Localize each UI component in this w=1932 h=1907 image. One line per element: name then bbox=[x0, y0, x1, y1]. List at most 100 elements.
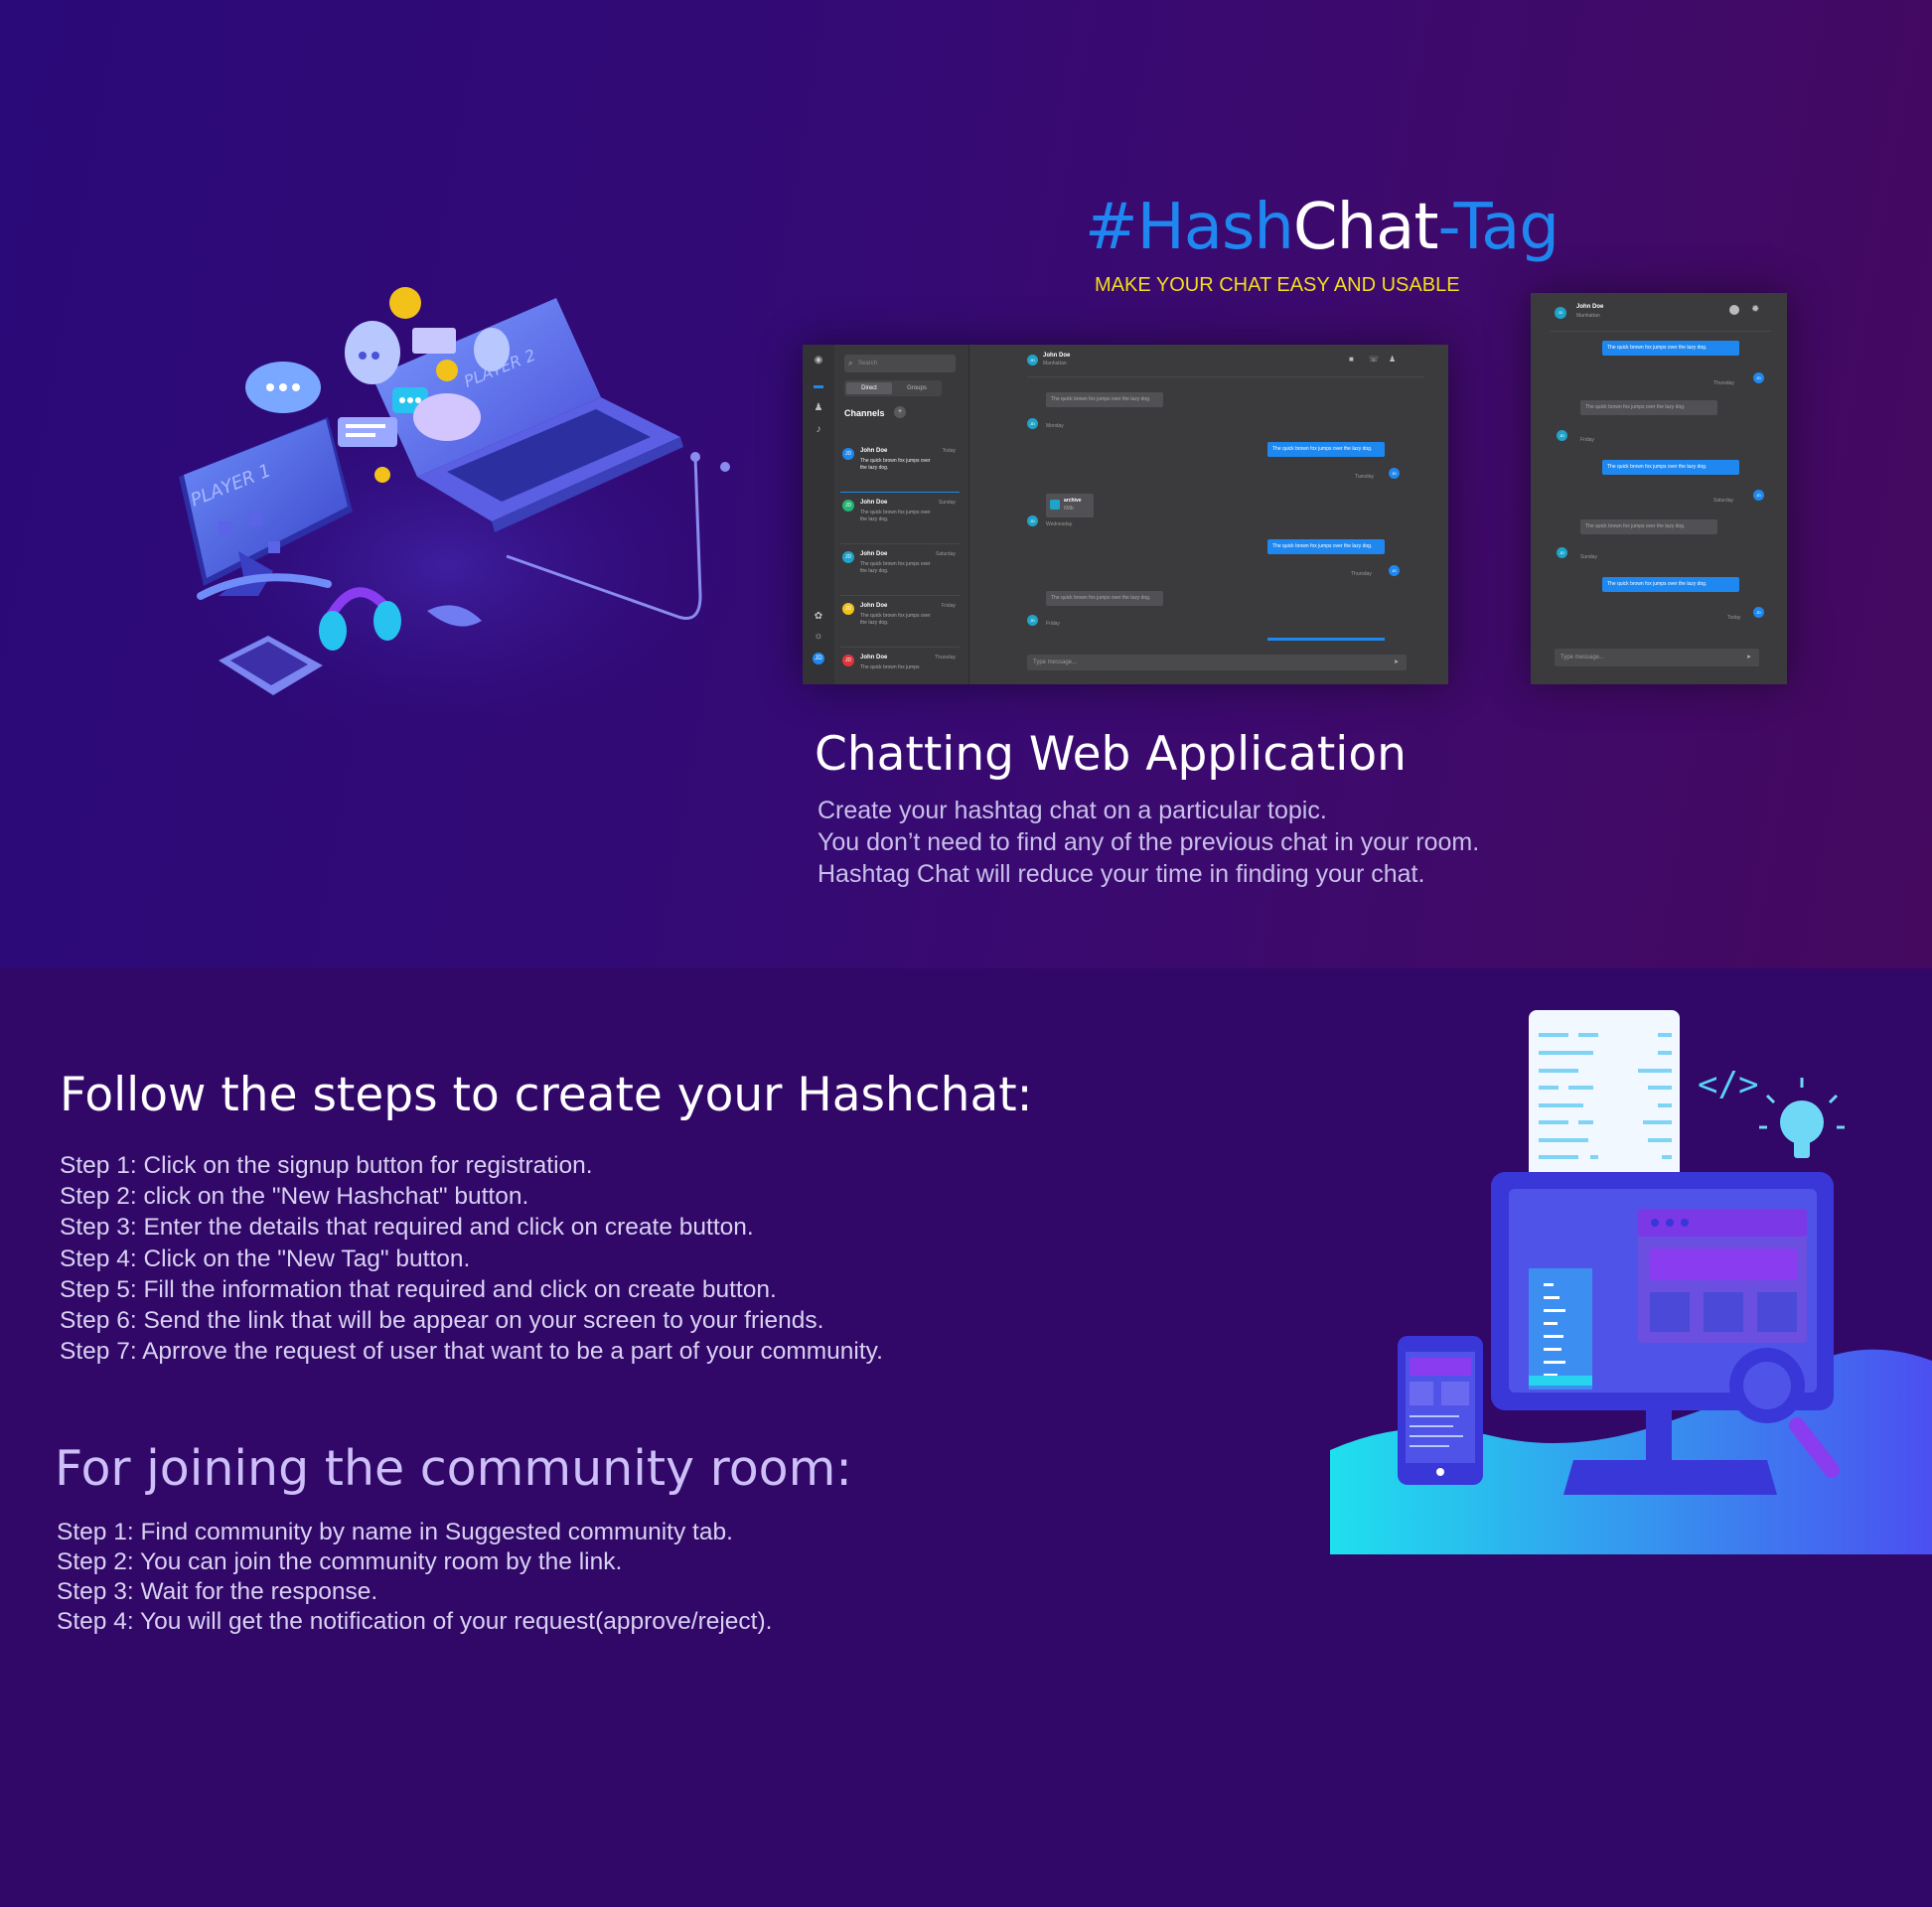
brand-part2: Chat bbox=[1292, 191, 1439, 264]
message-day: Monday bbox=[1046, 423, 1064, 429]
desktop-app-screenshot: ◉ ▬ ♟ ♪ ✿ ☼ JD ⌕ Search Direct Groups Ch… bbox=[803, 345, 1448, 684]
contact-preview: The quick brown fox jumps over the lazy … bbox=[860, 458, 931, 471]
avatar: JD bbox=[842, 448, 854, 460]
avatar: JD bbox=[1557, 430, 1567, 441]
message-day: Tuesday bbox=[1355, 474, 1374, 480]
contact-item[interactable]: JD John Doe Saturday The quick brown fox… bbox=[840, 545, 960, 596]
avatar: JD bbox=[1027, 615, 1038, 626]
github-icon[interactable]: ◉ bbox=[814, 355, 823, 366]
developer-illustration: </> bbox=[1330, 1010, 1932, 1554]
step-item: Step 3: Wait for the response. bbox=[57, 1578, 378, 1605]
avatar: JD bbox=[842, 655, 854, 666]
message-day: Saturday bbox=[1713, 498, 1734, 504]
contact-item[interactable]: JD John Doe Friday The quick brown fox j… bbox=[840, 597, 960, 648]
contact-preview: The quick brown fox jumps over the lazy … bbox=[860, 561, 931, 574]
file-name: archive bbox=[1064, 498, 1082, 504]
add-user-icon[interactable]: ♟ bbox=[1389, 355, 1397, 364]
contact-item[interactable]: JD John Doe Sunday The quick brown fox j… bbox=[840, 494, 960, 544]
app-icon-rail: ◉ ▬ ♟ ♪ ✿ ☼ JD bbox=[803, 345, 834, 684]
add-channel-button[interactable]: + bbox=[894, 406, 906, 418]
step-item: Step 4: Click on the "New Tag" button. bbox=[60, 1245, 471, 1272]
contact-name: John Doe bbox=[860, 500, 888, 506]
message-bubble-in: The quick brown fox jumps over the lazy … bbox=[1580, 400, 1717, 415]
contact-day: Friday bbox=[942, 603, 956, 609]
avatar: JD bbox=[1555, 307, 1566, 319]
message-bubble-out: The quick brown fox jumps over the lazy … bbox=[1267, 539, 1385, 554]
chat-icon[interactable]: ▬ bbox=[814, 380, 823, 391]
avatar: JD bbox=[1027, 355, 1038, 366]
brand-hash: # bbox=[1085, 191, 1138, 264]
contact-name: John Doe bbox=[860, 603, 888, 609]
contact-name: John Doe bbox=[860, 655, 888, 660]
avatar: JD bbox=[1027, 515, 1038, 526]
contact-name: John Doe bbox=[860, 551, 888, 557]
step-item: Step 4: You will get the notification of… bbox=[57, 1608, 773, 1635]
send-icon[interactable]: ➤ bbox=[1745, 655, 1751, 660]
brand-tagline: MAKE YOUR CHAT EASY AND USABLE bbox=[1095, 274, 1460, 296]
avatar: JD bbox=[1389, 565, 1400, 576]
earphones-illustration bbox=[506, 456, 702, 620]
step-item: Step 6: Send the link that will be appea… bbox=[60, 1307, 824, 1335]
contact-preview: The quick brown fox jumps over the lazy … bbox=[860, 613, 931, 626]
contact-item[interactable]: JD John Doe Today The quick brown fox ju… bbox=[840, 442, 960, 493]
create-steps-list: Step 1: Click on the signup button for r… bbox=[60, 1150, 883, 1367]
brand-title: #HashChat-Tag bbox=[1085, 191, 1560, 264]
bell-icon[interactable]: ♪ bbox=[816, 424, 821, 435]
contact-name: John Doe bbox=[860, 448, 888, 454]
message-day: Friday bbox=[1046, 621, 1060, 627]
create-steps-title: Follow the steps to create your Hashchat… bbox=[60, 1068, 1033, 1122]
message-day: Today bbox=[1727, 615, 1741, 621]
step-item: Step 5: Fill the information that requir… bbox=[60, 1275, 777, 1303]
contact-preview: The quick brown fox jumps bbox=[860, 664, 920, 670]
search-icon: ⌕ bbox=[848, 359, 853, 367]
step-item: Step 7: Aprrove the request of user that… bbox=[60, 1338, 883, 1366]
message-bubble-in: The quick brown fox jumps over the lazy … bbox=[1046, 392, 1163, 407]
contact-item[interactable]: JD John Doe Thursday The quick brown fox… bbox=[840, 649, 960, 684]
message-input[interactable]: Type message... ➤ bbox=[1027, 655, 1407, 670]
mobile-app-screenshot: JD John Doe Manhattan ✹ The quick brown … bbox=[1531, 293, 1787, 684]
monitor-illustration: PLAYER 1 bbox=[179, 417, 353, 600]
theme-icon[interactable]: ☼ bbox=[814, 631, 823, 642]
gaming-setup-illustration: PLAYER 1 PLAYER 2 bbox=[149, 287, 745, 735]
step-item: Step 2: You can join the community room … bbox=[57, 1548, 623, 1575]
file-attachment[interactable]: archive 6Mb bbox=[1046, 494, 1094, 517]
message-bubble-out: The quick brown fox jumps over the lazy … bbox=[1602, 341, 1739, 356]
join-steps-title: For joining the community room: bbox=[55, 1440, 852, 1497]
tab-groups[interactable]: Groups bbox=[907, 385, 927, 391]
contacts-icon[interactable]: ♟ bbox=[814, 402, 823, 413]
settings-icon[interactable]: ✿ bbox=[814, 611, 823, 622]
message-bubble-in: The quick brown fox jumps over the lazy … bbox=[1580, 519, 1717, 534]
message-bubble-out: The quick brown fox jumps over the lazy … bbox=[1602, 577, 1739, 592]
message-bubble-out: The quick brown fox jumps over the lazy … bbox=[1267, 442, 1385, 457]
chat-header-location: Manhattan bbox=[1576, 313, 1600, 319]
svg-text:</>: </> bbox=[1698, 1065, 1758, 1104]
message-day: Wednesday bbox=[1046, 521, 1073, 527]
message-input[interactable]: Type message... ➤ bbox=[1555, 649, 1759, 666]
contact-day: Sunday bbox=[939, 500, 956, 506]
gear-icon[interactable]: ✹ bbox=[1751, 304, 1760, 315]
message-input-placeholder: Type message... bbox=[1033, 660, 1078, 665]
avatar: JD bbox=[842, 551, 854, 563]
tab-switch: Direct Groups bbox=[844, 380, 942, 396]
search-placeholder: Search bbox=[858, 361, 878, 367]
tab-direct[interactable]: Direct bbox=[846, 382, 892, 394]
message-day: Sunday bbox=[1580, 554, 1597, 560]
avatar: JD bbox=[1753, 490, 1764, 501]
join-steps-list: Step 1: Find community by name in Sugges… bbox=[57, 1518, 772, 1637]
brand-part3: -Tag bbox=[1437, 191, 1560, 264]
chat-header-name: John Doe bbox=[1043, 353, 1071, 359]
avatar: JD bbox=[1557, 547, 1567, 558]
message-day: Thursday bbox=[1351, 571, 1372, 577]
contact-preview: The quick brown fox jumps over the lazy … bbox=[860, 510, 931, 522]
play-icon[interactable] bbox=[1729, 305, 1739, 315]
message-input-placeholder: Type message... bbox=[1560, 655, 1605, 660]
phone-icon[interactable]: ☏ bbox=[1369, 355, 1380, 364]
contact-day: Saturday bbox=[935, 551, 956, 557]
user-avatar[interactable]: JD bbox=[813, 653, 824, 664]
step-item: Step 2: click on the "New Hashchat" butt… bbox=[60, 1183, 529, 1211]
mouse-illustration bbox=[427, 605, 482, 627]
search-input[interactable]: ⌕ Search bbox=[844, 355, 956, 372]
send-icon[interactable]: ➤ bbox=[1393, 660, 1399, 665]
video-call-icon[interactable]: ■ bbox=[1349, 355, 1354, 364]
chat-header-location: Manhattan bbox=[1043, 361, 1067, 367]
